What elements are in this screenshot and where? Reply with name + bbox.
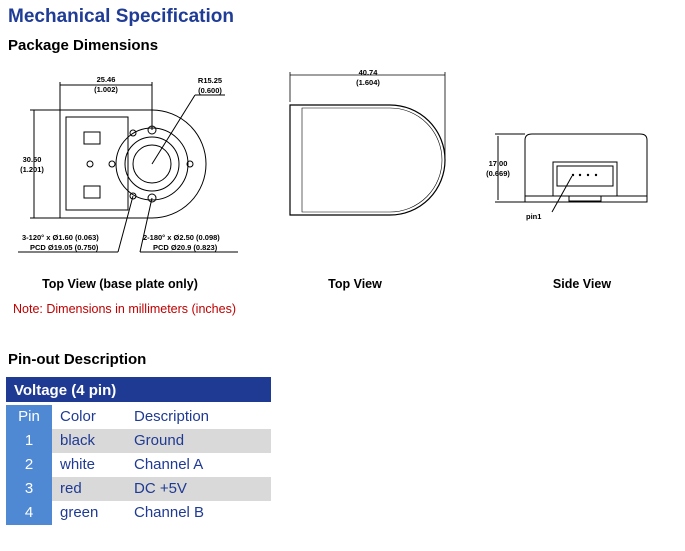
pcd-a: PCD Ø19.05 (0.750) — [30, 243, 99, 252]
header-pin: Pin — [6, 405, 52, 429]
side-view-drawing: 17.00 (0.669) pin1 — [486, 133, 648, 221]
dim-side-height-in: (0.669) — [486, 169, 510, 178]
package-dimensions-heading: Package Dimensions — [8, 37, 159, 54]
holes-a: 3-120° x Ø1.60 (0.063) — [22, 233, 99, 242]
top-view-base-plate-drawing: 25.46 (1.002) R15.25 (0.600) 30.50 (1.20… — [18, 75, 238, 253]
caption-side-view: Side View — [552, 277, 612, 291]
dimensions-note: Note: Dimensions in millimeters (inches) — [13, 302, 236, 316]
pin-color: white — [60, 456, 96, 473]
pcd-b: PCD Ø20.9 (0.823) — [153, 243, 218, 252]
dim-radius: R15.25 — [198, 76, 222, 85]
pin-description: DC +5V — [134, 477, 271, 501]
pin-color: green — [60, 504, 99, 521]
pin-color: red — [52, 477, 134, 501]
top-view-drawing: 40.74 (1.604) — [289, 68, 446, 216]
pin-number: 2 — [6, 453, 52, 477]
dim-height: 30.50 — [23, 155, 42, 164]
caption-top-view: Top View — [328, 277, 382, 291]
pin-number: 4 — [6, 501, 52, 525]
dim-length: 40.74 — [359, 68, 379, 77]
pin-number: 3 — [6, 477, 52, 501]
table-row: 4 green Channel B — [6, 501, 271, 525]
pin-number: 1 — [6, 429, 52, 453]
table-row: 2 white Channel A — [6, 453, 271, 477]
dim-length-in: (1.604) — [356, 78, 380, 87]
pin-description: Channel A — [134, 456, 204, 473]
dim-width: 25.46 — [97, 75, 116, 84]
table-row: 3 red DC +5V — [6, 477, 271, 501]
dim-width-in: (1.002) — [94, 85, 118, 94]
header-color: Color — [60, 408, 96, 425]
table-header-row: Pin Color Description — [6, 405, 271, 429]
pin-description: Ground — [134, 429, 271, 453]
pin1-label: pin1 — [526, 212, 541, 221]
dim-side-height: 17.00 — [489, 159, 508, 168]
dim-height-in: (1.201) — [20, 165, 44, 174]
table-title: Voltage (4 pin) — [6, 377, 271, 402]
pin-description: Channel B — [134, 504, 205, 521]
pin-color: black — [52, 429, 134, 453]
dim-radius-in: (0.600) — [198, 86, 222, 95]
header-description: Description — [134, 408, 210, 425]
caption-top-view-base: Top View (base plate only) — [42, 277, 198, 291]
page-title: Mechanical Specification — [8, 6, 234, 27]
holes-b: 2-180° x Ø2.50 (0.098) — [143, 233, 220, 242]
pinout-table: Voltage (4 pin) Pin Color Description 1 … — [6, 377, 271, 525]
pinout-heading: Pin-out Description — [8, 351, 147, 368]
table-row: 1 black Ground — [6, 429, 271, 453]
